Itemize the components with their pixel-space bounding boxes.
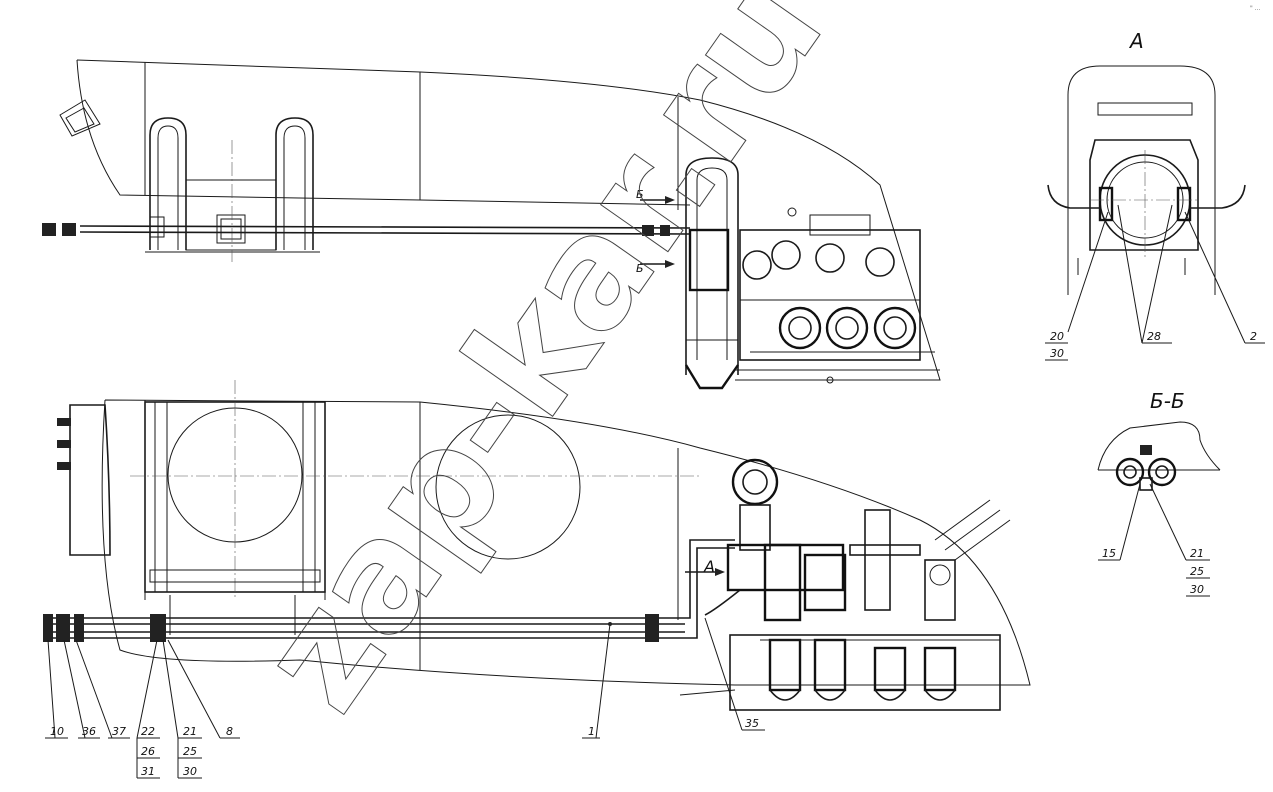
callout-10: 10: [50, 725, 64, 738]
callout-21: 21: [183, 725, 197, 738]
callout-35: 35: [745, 717, 759, 730]
callout-36: 36: [82, 725, 96, 738]
callout-30: 30: [183, 765, 197, 778]
view-a-title: A: [1128, 29, 1144, 53]
top-view: Б Б: [42, 59, 941, 390]
callout-28: 28: [1147, 330, 1161, 343]
callout-15: 15: [1102, 547, 1116, 560]
bottom-view: A: [43, 380, 1031, 711]
callout-8: 8: [226, 725, 233, 738]
view-a-arrow: A: [685, 557, 725, 576]
callout-22: 22: [141, 725, 155, 738]
bottom-left-bracket: [57, 404, 111, 556]
top-uprights: [145, 117, 320, 262]
callout-25: 25: [183, 745, 197, 758]
callout-1: 1: [588, 725, 595, 738]
view-a: A 20 30 28 2: [1045, 29, 1265, 361]
view-bb-title: Б-Б: [1150, 389, 1185, 413]
bottom-hull-outline: [101, 399, 1031, 686]
corner-mark: " ...: [1250, 5, 1260, 12]
callout-30: 30: [1050, 347, 1064, 360]
top-hull-outline: [76, 59, 941, 381]
callout-25-bb: 25: [1190, 565, 1204, 578]
callout-20: 20: [1050, 330, 1064, 343]
callout-37: 37: [112, 725, 126, 738]
top-pipe: [42, 216, 691, 238]
bottom-pipes: [43, 539, 741, 642]
top-frame-column: [684, 157, 739, 390]
svg-text:Б: Б: [636, 188, 644, 201]
main-callouts: 10 36 37 22 26 31 21 25 30 8 1: [45, 617, 765, 779]
svg-text:A: A: [703, 557, 715, 576]
top-left-box: [59, 99, 101, 137]
callout-2: 2: [1250, 330, 1257, 343]
callout-30-bb: 30: [1190, 583, 1204, 596]
svg-text:Б: Б: [636, 262, 644, 275]
bottom-frame: [130, 380, 700, 635]
callout-21-bb: 21: [1190, 547, 1204, 560]
bottom-machinery: [679, 458, 1011, 711]
callout-26: 26: [141, 745, 155, 758]
top-pump-group: [735, 207, 940, 384]
view-bb: Б-Б 15 21 25 30: [1097, 389, 1221, 597]
callout-31: 31: [141, 765, 155, 778]
section-marks: Б Б: [636, 188, 675, 275]
